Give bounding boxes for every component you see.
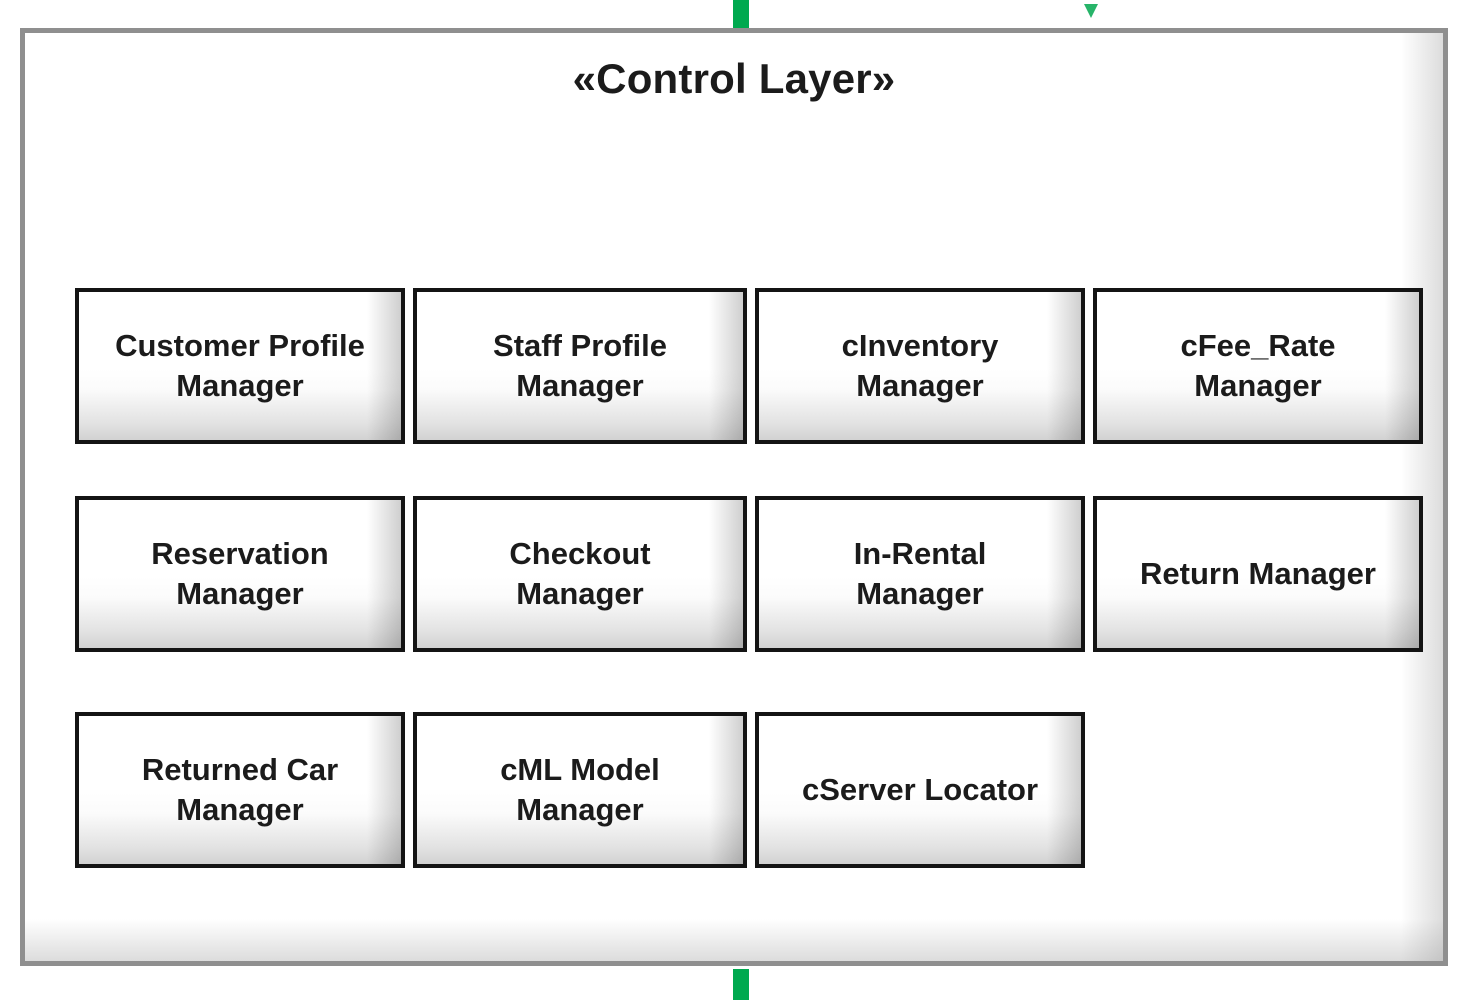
component-staff-profile-manager[interactable]: Staff Profile Manager: [413, 288, 747, 444]
component-label: cML Model Manager: [500, 752, 660, 827]
control-layer-top-port-icon: [733, 0, 749, 31]
control-layer-arrow-head-icon: [1084, 4, 1098, 18]
component-row-2: Reservation Manager Checkout Manager In-…: [75, 496, 1423, 652]
component-cml-model-manager[interactable]: cML Model Manager: [413, 712, 747, 868]
component-cserver-locator[interactable]: cServer Locator: [755, 712, 1085, 868]
component-label: Return Manager: [1140, 556, 1376, 592]
component-label: In-Rental Manager: [853, 536, 987, 611]
component-reservation-manager[interactable]: Reservation Manager: [75, 496, 405, 652]
component-label: Returned Car Manager: [141, 752, 339, 827]
component-label: cInventory Manager: [841, 328, 999, 403]
component-label: Reservation Manager: [151, 536, 329, 611]
control-layer-package: «Control Layer» Customer Profile Manager…: [20, 28, 1448, 966]
component-cinventory-manager[interactable]: cInventory Manager: [755, 288, 1085, 444]
component-label: cFee_Rate Manager: [1180, 328, 1336, 403]
component-label: Customer Profile Manager: [115, 328, 365, 403]
component-row-1: Customer Profile Manager Staff Profile M…: [75, 288, 1423, 444]
component-label: cServer Locator: [801, 772, 1039, 808]
component-label: Checkout Manager: [509, 536, 651, 611]
component-cfee-rate-manager[interactable]: cFee_Rate Manager: [1093, 288, 1423, 444]
control-layer-bottom-port-icon: [733, 969, 749, 1000]
component-return-manager[interactable]: Return Manager: [1093, 496, 1423, 652]
component-checkout-manager[interactable]: Checkout Manager: [413, 496, 747, 652]
component-row-3: Returned Car Manager cML Model Manager c…: [75, 712, 1085, 868]
component-customer-profile-manager[interactable]: Customer Profile Manager: [75, 288, 405, 444]
control-layer-title: «Control Layer»: [572, 55, 896, 102]
component-in-rental-manager[interactable]: In-Rental Manager: [755, 496, 1085, 652]
component-label: Staff Profile Manager: [493, 328, 667, 403]
component-returned-car-manager[interactable]: Returned Car Manager: [75, 712, 405, 868]
